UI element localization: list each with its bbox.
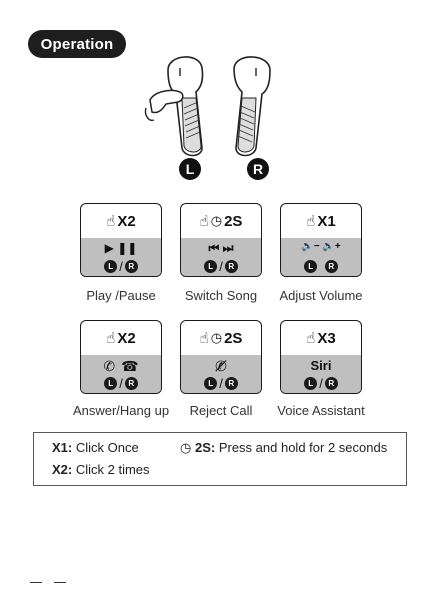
section-title: Operation [28, 30, 126, 58]
touch-icon: ☝ [306, 212, 315, 230]
answer-phone-icon: ✆ [103, 358, 115, 375]
gesture-label: X2 [117, 213, 135, 230]
card-voice-assistant: ☝X3 Siri L/R [280, 320, 362, 394]
earbuds-illustration [140, 48, 300, 180]
label-voice-assistant: Voice Assistant [261, 403, 381, 418]
left-icon: L [104, 260, 117, 273]
gesture-label: X1 [317, 213, 335, 230]
hangup-phone-icon: ☎ [121, 358, 138, 375]
card-reject-call: ☝◷2S ✆̸ L/R [180, 320, 262, 394]
slash-divider: / [119, 377, 123, 390]
legend-box: X1: Click Once X2: Click 2 times ◷ 2S: P… [33, 432, 407, 486]
left-badge: L [179, 158, 201, 180]
left-icon: L [104, 377, 117, 390]
right-icon: R [125, 260, 138, 273]
footer-dash [30, 582, 42, 583]
touch-icon: ☝ [200, 329, 209, 347]
volume-icons: 🔈− 🔈+ [281, 241, 361, 252]
right-earbud [234, 57, 270, 156]
touch-icon: ☝ [306, 329, 315, 347]
right-icon: R [325, 377, 338, 390]
card-answer-hangup: ☝X2 ✆☎ L/R [80, 320, 162, 394]
label-adjust-volume: Adjust Volume [261, 288, 381, 303]
card-switch-song: ☝◷2S ⏮ ⏭ L/R [180, 203, 262, 277]
card-play-pause: ☝X2 ▶ ❚❚ L/R [80, 203, 162, 277]
left-icon: L [304, 377, 317, 390]
siri-label: Siri [281, 358, 361, 373]
gesture-label: X3 [317, 330, 335, 347]
touch-icon: ☝ [106, 329, 115, 347]
right-icon: R [125, 377, 138, 390]
slash-divider: / [119, 260, 123, 273]
gesture-label: 2S [224, 213, 242, 230]
left-icon: L [204, 260, 217, 273]
legend-x2-key: X2: [52, 462, 72, 477]
left-icon: L [204, 377, 217, 390]
clock-icon: ◷ [211, 213, 222, 229]
slash-divider: / [319, 377, 323, 390]
skip-icons: ⏮ ⏭ [181, 241, 261, 256]
slash-divider: / [219, 260, 223, 273]
legend-x1-text: Click Once [76, 440, 139, 455]
right-badge: R [247, 158, 269, 180]
legend-x1-key: X1: [52, 440, 72, 455]
clock-icon: ◷ [211, 330, 222, 346]
right-icon: R [225, 377, 238, 390]
legend-x2: X2: Click 2 times [52, 462, 150, 477]
left-icon: L [304, 260, 317, 273]
play-pause-icon: ▶ ❚❚ [81, 241, 161, 255]
touch-icon: ☝ [200, 212, 209, 230]
legend-x2-text: Click 2 times [76, 462, 150, 477]
slash-divider: / [219, 377, 223, 390]
footer-dash [54, 582, 66, 583]
clock-icon: ◷ [180, 440, 191, 455]
right-icon: R [225, 260, 238, 273]
touch-icon: ☝ [106, 212, 115, 230]
left-earbud [145, 57, 202, 156]
legend-x1: X1: Click Once [52, 440, 139, 455]
card-adjust-volume: ☝X1 🔈− 🔈+ L/R [280, 203, 362, 277]
phone-icons: ✆☎ [81, 358, 161, 375]
reject-call-icon: ✆̸ [181, 358, 261, 375]
gesture-label: 2S [224, 330, 242, 347]
legend-2s-text: Press and hold for 2 seconds [219, 440, 387, 455]
right-icon: R [325, 260, 338, 273]
gesture-label: X2 [117, 330, 135, 347]
legend-2s: ◷ 2S: Press and hold for 2 seconds [180, 440, 387, 456]
legend-2s-key: 2S: [195, 440, 215, 455]
